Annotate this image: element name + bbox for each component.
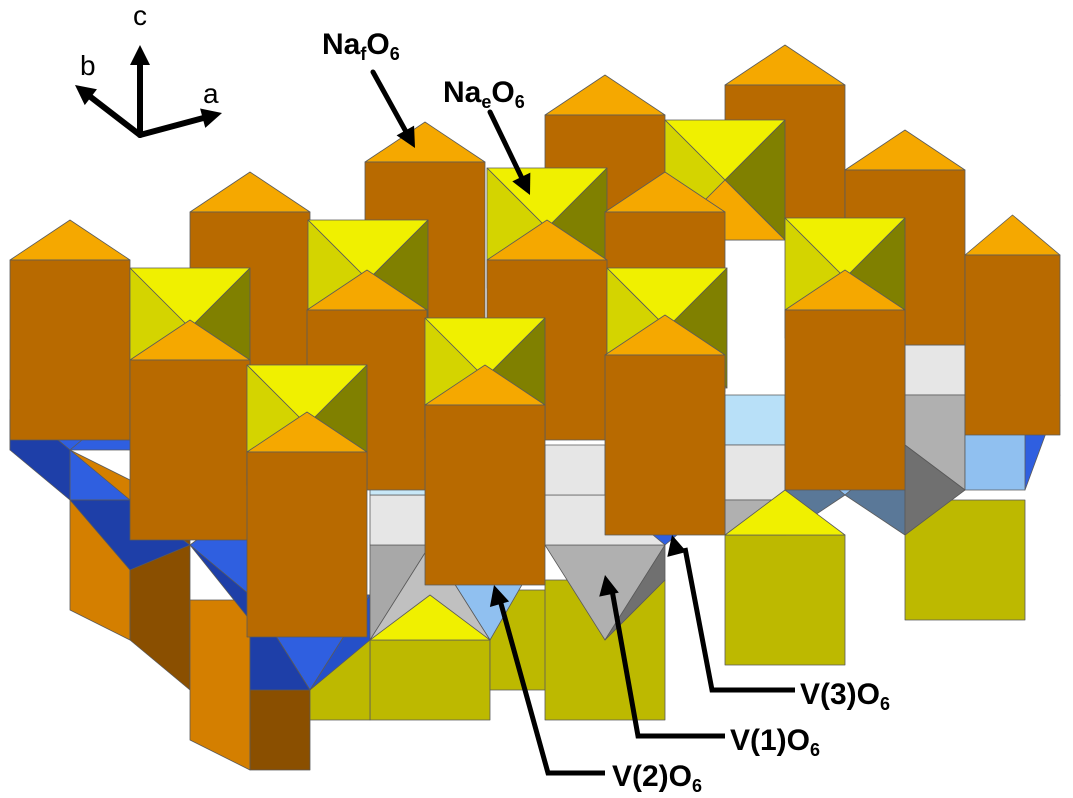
naf-pointer-head [396, 125, 415, 148]
v2-pointer [497, 599, 605, 776]
axis-label-a: a [203, 78, 219, 109]
label-v1-o6: V(1)O6 [730, 724, 821, 760]
axis-a-arrow-shaft [137, 113, 212, 138]
v-octahedron-face [69, 449, 131, 501]
na-e-octahedron-top [369, 594, 491, 641]
na-f-octahedron-face [246, 451, 368, 638]
na-f-octahedron-face [604, 354, 726, 536]
na-f-octahedron-face [784, 309, 906, 491]
na-f-octahedron-face [424, 404, 546, 586]
lower-na-e-column [904, 499, 1026, 621]
v-octahedron-face [724, 444, 786, 501]
na-f-octahedron-face [129, 359, 251, 541]
v2-pointer-head [489, 585, 510, 607]
na-f-octahedron-face [964, 254, 1061, 436]
lower-na-e-column [724, 534, 846, 666]
v-octahedron-top [369, 494, 431, 546]
nae-pointer-shaft [487, 109, 527, 185]
v-octahedron-face [904, 344, 966, 396]
axis-c-arrow-head [130, 45, 150, 65]
v1-pointer-head [599, 575, 619, 597]
axis-b-arrow-shaft [83, 90, 143, 138]
v1-pointer [609, 589, 725, 739]
na-f-octahedron-top [844, 129, 966, 171]
na-f-octahedron-top [724, 44, 846, 86]
axis-b-arrow-head [75, 85, 97, 106]
naf-pointer-shaft [370, 69, 411, 139]
na-f-octahedron-top [189, 171, 311, 213]
v3-pointer [682, 547, 795, 693]
lower-na-f-column [189, 599, 251, 771]
label-nae-o6: NaeO6 [443, 76, 525, 112]
axis-label-c: c [133, 0, 147, 31]
v3-pointer-head [667, 535, 687, 557]
axis-a-arrow-head [200, 108, 222, 128]
label-naf-o6: NafO6 [322, 28, 400, 64]
label-v3-o6: V(3)O6 [800, 678, 891, 714]
v1-octahedron-side [604, 544, 666, 641]
na-f-octahedron-top [364, 121, 486, 163]
na-f-octahedron-face [9, 259, 131, 441]
v-octahedron-face [724, 394, 786, 446]
na-f-octahedron-top [9, 219, 131, 261]
na-e-octahedron-top [724, 489, 846, 536]
v-octahedron-face [544, 444, 606, 496]
nae-pointer-head [512, 172, 531, 195]
na-f-octahedron-top [544, 74, 666, 116]
na-f-octahedron-top [964, 214, 1061, 256]
axis-label-b: b [80, 50, 96, 81]
label-v2-o6: V(2)O6 [612, 760, 703, 796]
